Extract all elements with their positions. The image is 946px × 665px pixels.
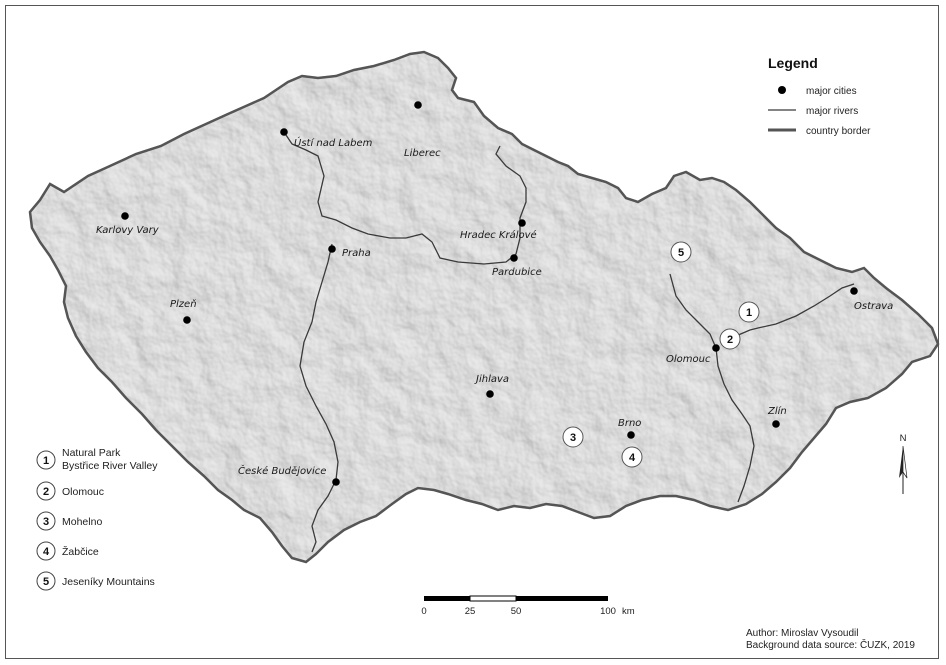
city-label: Brno: [618, 418, 641, 429]
site-key-num: 1: [43, 455, 49, 467]
city-dot: [486, 390, 494, 398]
city-label: Olomouc: [666, 354, 711, 365]
scale-tick: 100: [600, 606, 616, 617]
site-key-num: 4: [43, 546, 50, 558]
scale-tick: 50: [511, 606, 522, 617]
city-dot: [280, 128, 288, 136]
site-marker-number: 5: [678, 247, 684, 259]
city-dot: [414, 101, 422, 109]
site-marker-number: 4: [629, 452, 636, 464]
site-key-label: Žabčice: [62, 545, 99, 558]
city-label: Ostrava: [854, 301, 893, 312]
legend: Legend major cities major rivers country…: [768, 55, 871, 137]
site-marker-number: 3: [570, 432, 576, 444]
north-label: N: [900, 433, 907, 444]
site-marker: [738, 301, 760, 323]
city-label: Karlovy Vary: [96, 225, 160, 236]
site-key-label: Natural Park: [62, 447, 121, 459]
city-dot: [772, 420, 780, 428]
site-key-label: Jeseníky Mountains: [62, 576, 155, 588]
city-label: Jihlava: [474, 374, 509, 385]
river-vltava: [299, 243, 339, 553]
credit-source: Background data source: ČUZK, 2019: [746, 638, 915, 651]
site-marker: [670, 241, 692, 263]
river-labe: [283, 131, 527, 265]
scale-bar: 0 25 50 100 km: [421, 595, 635, 617]
site-marker: [621, 446, 643, 468]
river-morava: [669, 273, 755, 503]
legend-city-icon: [778, 86, 786, 94]
site-key-label: Bystřice River Valley: [62, 460, 158, 472]
city-dot: [850, 287, 858, 295]
city-label: Zlín: [767, 405, 787, 417]
sites-layer: 1 2 3 4 5: [562, 241, 760, 468]
scale-tick: 0: [421, 606, 426, 617]
city-dot: [328, 245, 336, 253]
city-label: Liberec: [404, 148, 441, 159]
city-dot: [518, 219, 526, 227]
scale-tick: 25: [465, 606, 476, 617]
country-terrain: [28, 50, 940, 564]
site-key-num: 3: [43, 516, 49, 528]
country-shape: [28, 50, 940, 564]
city-dot: [627, 431, 635, 439]
site-marker-number: 2: [727, 334, 733, 346]
city-label: Plzeň: [170, 298, 197, 310]
site-marker: [562, 426, 584, 448]
legend-item-border: country border: [806, 126, 871, 137]
city-dot: [332, 478, 340, 486]
legend-item-rivers: major rivers: [806, 106, 858, 117]
city-label: České Budějovice: [238, 464, 326, 477]
city-label: Pardubice: [492, 267, 542, 278]
credits: Author: Miroslav Vysoudil Background dat…: [746, 628, 915, 651]
country-border: [28, 50, 940, 564]
scale-unit: km: [622, 606, 635, 617]
site-marker-number: 1: [746, 307, 752, 319]
north-arrow-icon: N: [899, 433, 908, 494]
site-key-label: Olomouc: [62, 486, 104, 498]
city-dot: [121, 212, 129, 220]
city-dot: [510, 254, 518, 262]
site-key-label: Mohelno: [62, 516, 102, 528]
credit-author: Author: Miroslav Vysoudil: [746, 628, 858, 639]
site-key: 1 Natural Park Bystřice River Valley 2 O…: [36, 447, 158, 591]
site-key-num: 5: [43, 576, 49, 588]
legend-item-cities: major cities: [806, 86, 857, 97]
site-key-num: 2: [43, 486, 49, 498]
city-label: Hradec Králové: [460, 229, 537, 241]
city-label: Praha: [342, 248, 371, 259]
city-dot: [183, 316, 191, 324]
city-label: Ústí nad Labem: [294, 136, 373, 149]
city-dot: [712, 344, 720, 352]
river-odra: [757, 283, 855, 329]
site-marker: [719, 328, 741, 350]
legend-title: Legend: [768, 55, 818, 71]
